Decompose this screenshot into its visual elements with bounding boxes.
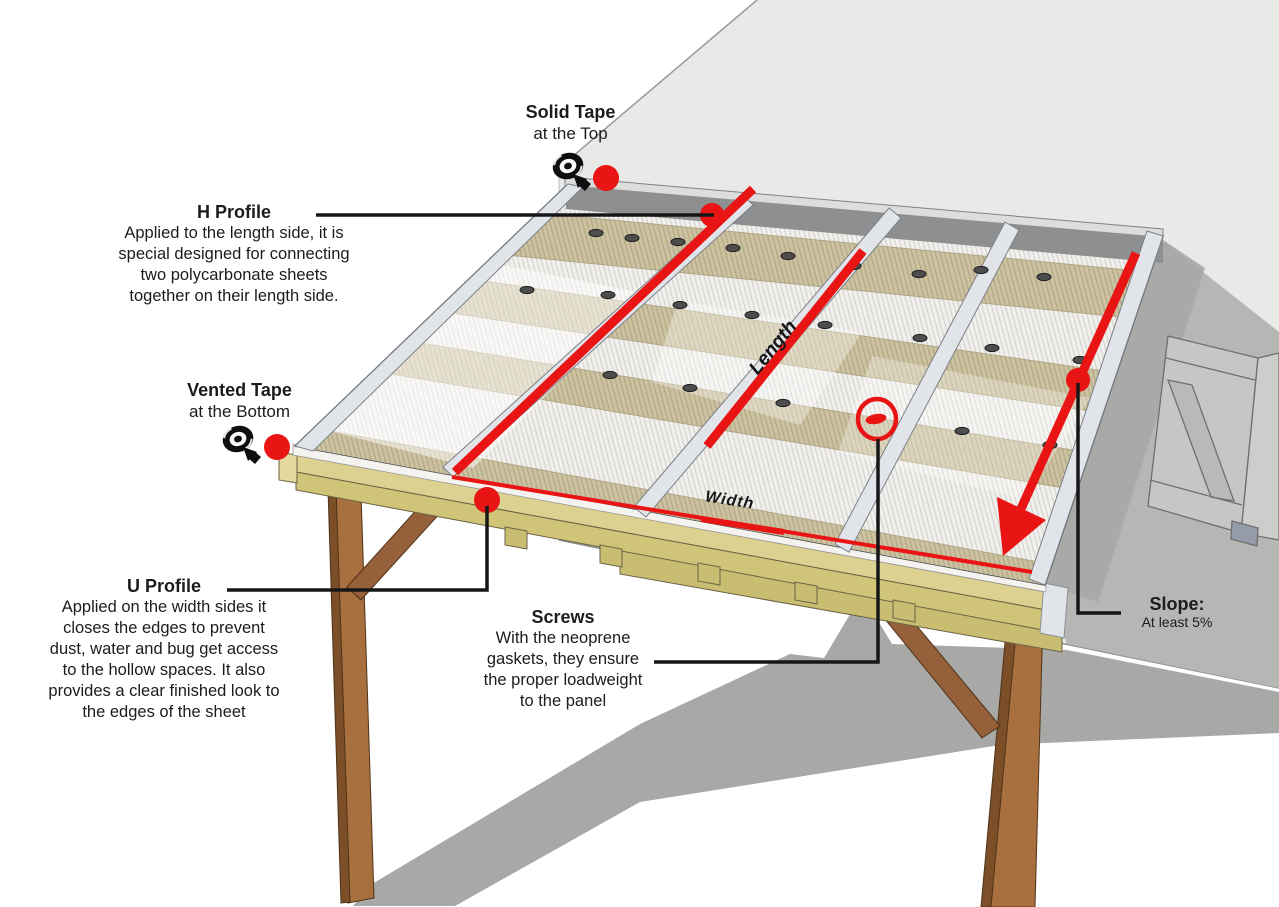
h-profile-bar: [834, 221, 1020, 553]
solid-tape-marker-dot: [593, 165, 619, 191]
vented-tape-subtitle: at the Bottom: [188, 402, 291, 421]
slope-connector: [1076, 383, 1121, 615]
screws-label: Screws With the neoprene gaskets, they e…: [447, 606, 679, 712]
connector-lines: [227, 213, 1121, 664]
wood-structure: [326, 456, 1044, 907]
ground-shadow: [353, 594, 1279, 906]
h-profile-title: H Profile: [196, 202, 271, 222]
gutter-corner: [1039, 582, 1069, 639]
u-profile-label: U Profile Applied on the width sides it …: [10, 575, 318, 723]
u-profile-title: U Profile: [126, 576, 201, 596]
u-profile-marker-dot: [474, 487, 500, 513]
slope-label: Slope: At least 5%: [1117, 594, 1237, 631]
solid-tape-subtitle: at the Top: [533, 124, 608, 143]
screws-description: With the neoprene gaskets, they ensure t…: [483, 629, 643, 710]
u-profile-right-edge: [1028, 230, 1164, 586]
wall-truss-detail: [1147, 335, 1279, 547]
u-profile-connector: [227, 506, 489, 592]
vented-tape-title: Vented Tape: [187, 380, 292, 400]
vented-tape-marker-dot: [264, 434, 290, 460]
length-dimension-line: [703, 248, 867, 449]
h-profile-description: Applied to the length side, it is specia…: [118, 224, 350, 305]
screws-connector: [654, 439, 880, 664]
slope-title: Slope:: [1149, 594, 1205, 614]
highlighted-screw: [865, 413, 887, 425]
solid-tape-title: Solid Tape: [525, 102, 616, 122]
h-profile-label: H Profile Applied to the length side, it…: [98, 201, 370, 307]
u-profile-description: Applied on the width sides it closes the…: [48, 598, 280, 721]
h-profile-highlight-line: [451, 185, 757, 476]
slope-arrow-head: [997, 497, 1046, 556]
red-annotations: [264, 165, 1141, 574]
beam-left-end: [278, 451, 298, 484]
width-dimension-line: [700, 516, 785, 535]
slope-marker-dot: [1066, 368, 1090, 392]
screws-title: Screws: [531, 607, 595, 627]
vented-tape-label: Vented Tape at the Bottom: [152, 379, 327, 422]
solid-tape-label: Solid Tape at the Top: [488, 101, 653, 144]
slope-subtitle: At least 5%: [1141, 614, 1213, 630]
